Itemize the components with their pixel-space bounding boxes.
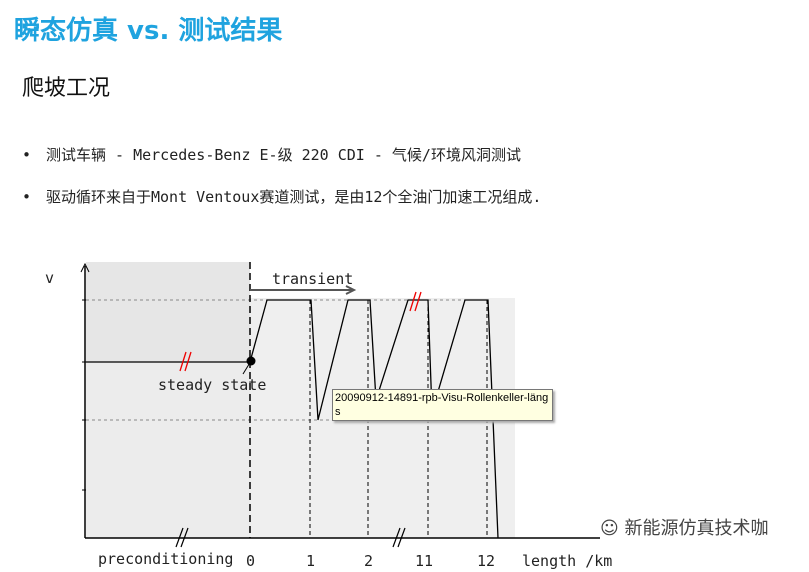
slide-title: 瞬态仿真 vs. 测试结果 xyxy=(14,16,283,46)
speed-profile xyxy=(86,299,499,539)
transient-label: transient xyxy=(272,270,354,288)
y-axis-label: v xyxy=(45,269,55,287)
watermark: ☺ 新能源仿真技术咖 xyxy=(600,518,769,539)
x-tick: 1 xyxy=(306,552,316,570)
x-tick: 12 xyxy=(477,552,496,570)
x-tick: 2 xyxy=(364,552,374,570)
image-tooltip: 20090912-14891-rpb-Visu-Rollenkeller-län… xyxy=(332,389,553,421)
steady-state-label: steady state xyxy=(158,376,267,394)
wechat-icon: ☺ xyxy=(600,518,625,539)
bullet-item: •测试车辆 - Mercedes-Benz E-级 220 CDI - 气候/环… xyxy=(22,146,521,164)
slide-subtitle: 爬坡工况 xyxy=(22,76,111,101)
watermark-text: 新能源仿真技术咖 xyxy=(624,518,769,539)
x-tick: 11 xyxy=(415,552,434,570)
background-photo-car xyxy=(86,262,250,362)
bullet-text: 测试车辆 - Mercedes-Benz E-级 220 CDI - 气候/环境… xyxy=(46,146,521,164)
bullet-text: 驱动循环来自于Mont Ventoux赛道测试，是由12个全油门加速工况组成. xyxy=(46,188,542,206)
background-photo xyxy=(86,362,250,538)
bullet-item: •驱动循环来自于Mont Ventoux赛道测试，是由12个全油门加速工况组成. xyxy=(22,188,542,206)
preconditioning-label: preconditioning xyxy=(98,550,234,568)
x-tick: 0 xyxy=(246,552,256,570)
x-axis-label: length /km xyxy=(522,552,613,570)
